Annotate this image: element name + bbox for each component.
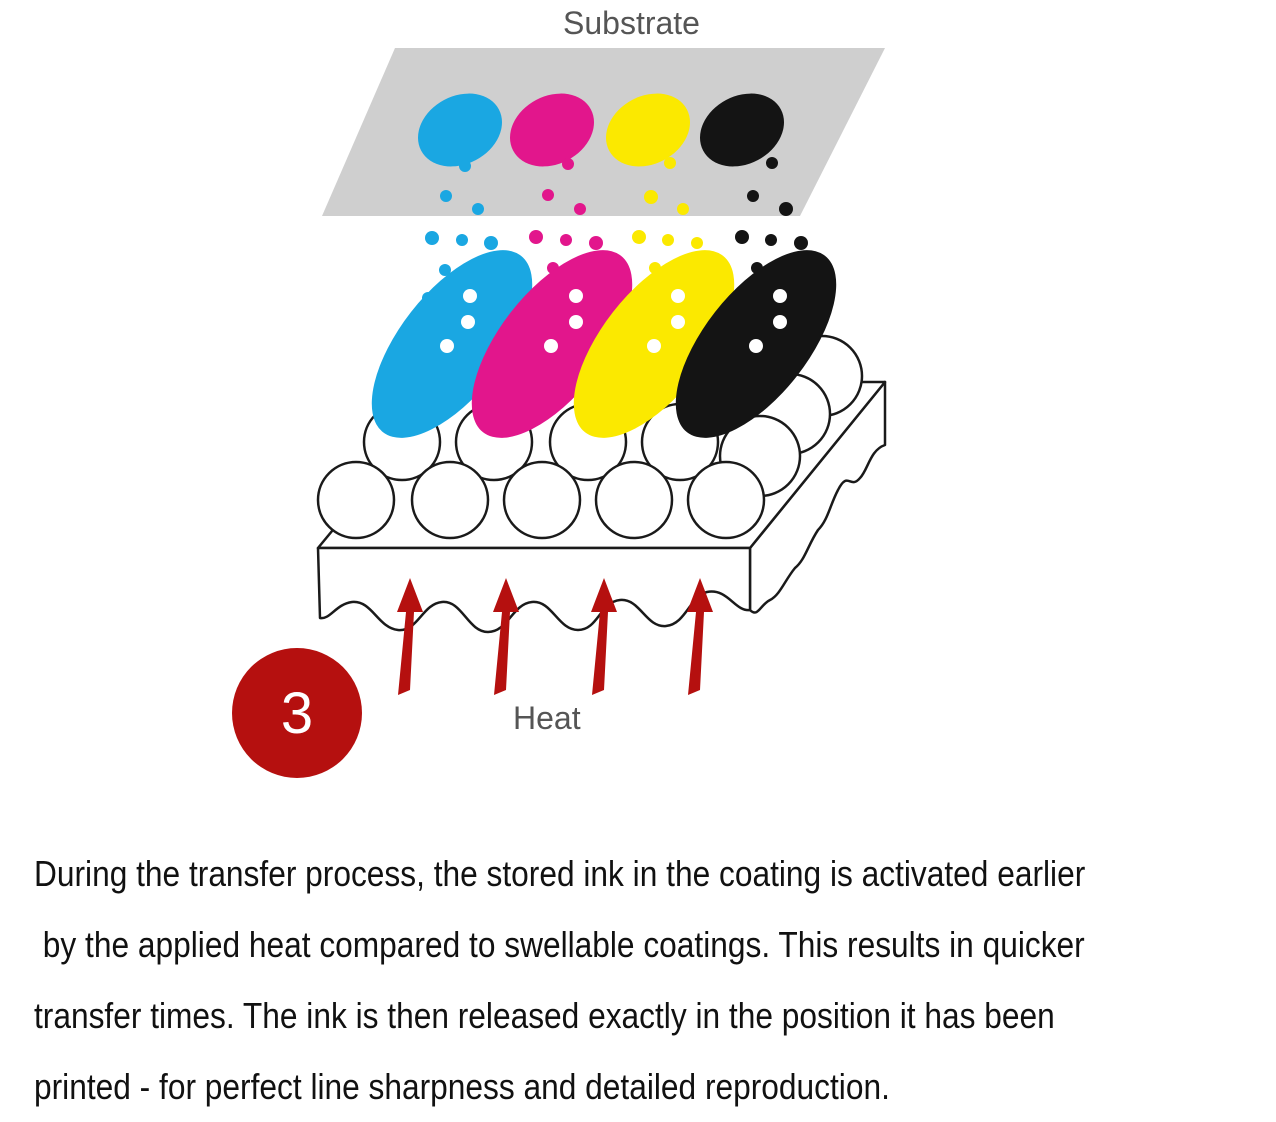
- heat-arrow-3: [591, 578, 617, 695]
- cyan-spot: [417, 93, 503, 167]
- transfer-diagram: Substrate Heat 3: [232, 5, 887, 778]
- yellow-blob: [573, 250, 735, 438]
- magenta-droplets: [529, 158, 603, 274]
- caption-line: printed - for perfect line sharpness and…: [34, 1066, 890, 1107]
- magenta-spot: [509, 93, 595, 167]
- coating-ink-blobs: [371, 250, 837, 438]
- black-spot: [699, 93, 785, 167]
- heat-arrow-2: [493, 578, 519, 695]
- substrate-sheet: [322, 48, 885, 216]
- caption-line: During the transfer process, the stored …: [34, 853, 1086, 894]
- heat-arrow-4: [687, 578, 713, 695]
- yellow-spot: [605, 93, 691, 167]
- caption-line: by the applied heat compared to swellabl…: [34, 924, 1085, 965]
- black-blob: [675, 250, 837, 438]
- substrate-label: Substrate: [563, 5, 700, 41]
- cyan-droplets: [422, 160, 498, 304]
- cyan-blob: [371, 250, 533, 438]
- heat-arrow-1: [397, 578, 423, 695]
- diagram-svg: [316, 48, 887, 695]
- description-text: During the transfer process, the stored …: [34, 838, 1254, 1122]
- yellow-droplets: [632, 157, 703, 274]
- ink-droplets: [422, 157, 808, 304]
- magenta-blob: [471, 250, 633, 438]
- heat-label: Heat: [513, 700, 581, 736]
- substrate-ink-spots: [417, 93, 785, 167]
- caption-line: transfer times. The ink is then released…: [34, 995, 1055, 1036]
- heat-arrows: [397, 578, 713, 695]
- step-number-badge: 3: [232, 648, 362, 778]
